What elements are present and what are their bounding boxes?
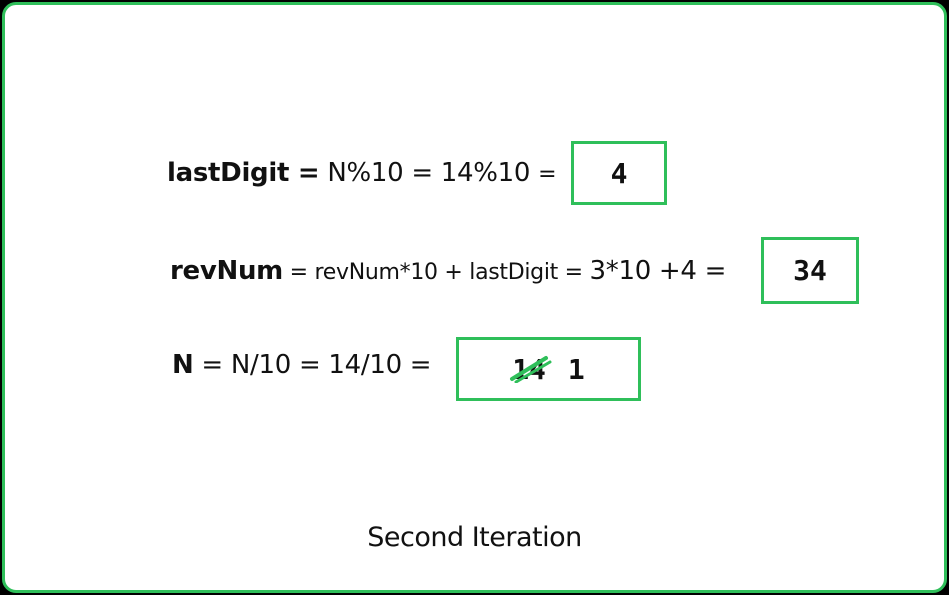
diagram-caption: Second Iteration: [367, 522, 582, 553]
rev-num-equation: revNum = revNum*10 + lastDigit = 3*10 +4…: [170, 256, 726, 286]
strikethrough-icon: [510, 355, 552, 383]
rev-num-result-box: 34: [761, 237, 859, 304]
last-digit-label: lastDigit =: [167, 158, 320, 188]
n-result: 1: [567, 352, 585, 386]
last-digit-equals: =: [538, 162, 557, 187]
n-old-value-struck: 14: [510, 353, 552, 386]
last-digit-equation: lastDigit = N%10 = 14%10 =: [167, 158, 557, 188]
n-expression: = N/10 = 14/10 =: [193, 350, 432, 380]
last-digit-expression: N%10 = 14%10: [319, 158, 539, 188]
rev-num-label: revNum: [170, 256, 283, 286]
n-equation: N = N/10 = 14/10 =: [172, 350, 432, 380]
rev-num-calculation: 3*10 +4 =: [589, 256, 727, 286]
n-result-box: 14 1: [456, 337, 641, 401]
n-label: N: [172, 350, 194, 380]
rev-num-result: 34: [793, 254, 827, 287]
last-digit-result: 4: [610, 156, 628, 190]
rev-num-expression: = revNum*10 + lastDigit =: [282, 260, 590, 285]
last-digit-result-box: 4: [571, 141, 667, 205]
